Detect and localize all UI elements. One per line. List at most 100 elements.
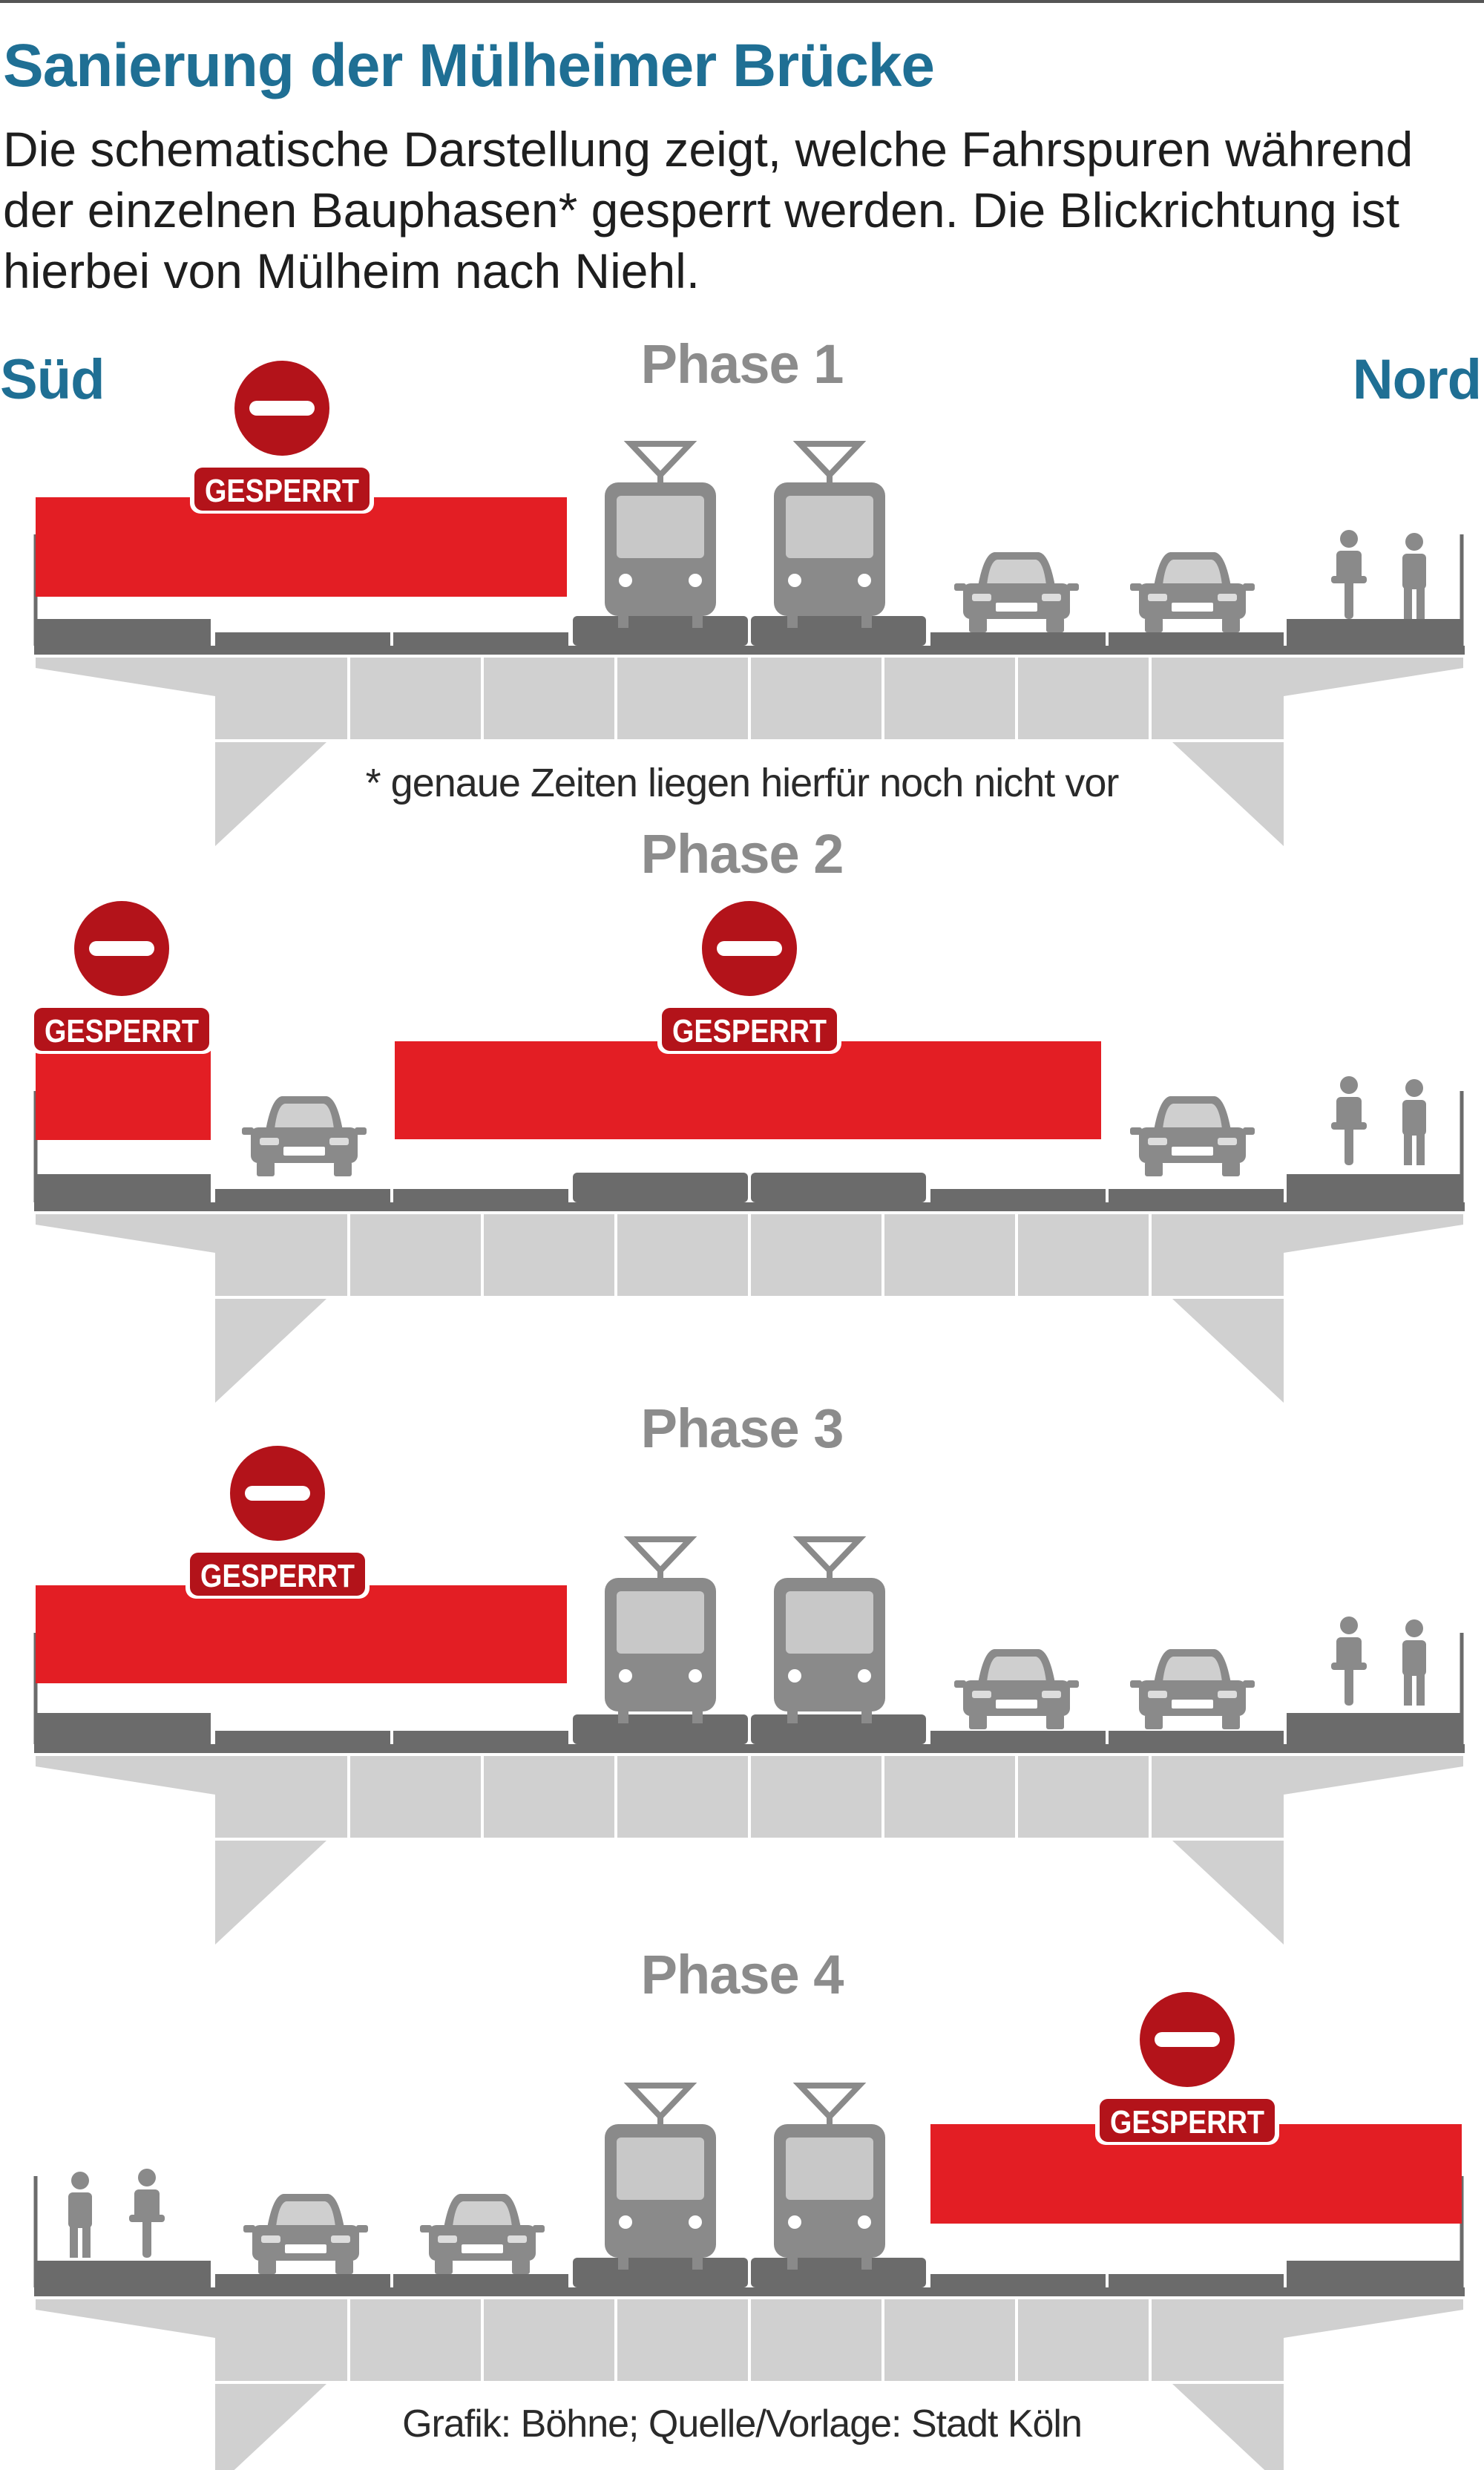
sidewalk-right	[1287, 1174, 1462, 1202]
tram-track-bed	[573, 616, 748, 646]
tram-wheel	[861, 1707, 872, 1723]
tram-track-bed	[751, 2258, 926, 2287]
lane-surfaces	[33, 1091, 1464, 1202]
tram-window	[617, 2138, 704, 2200]
closed-lane-area	[36, 1049, 211, 1140]
tram-wheel	[692, 2253, 703, 2270]
car-body	[251, 1127, 358, 1163]
road-lane	[215, 632, 390, 646]
bridge-approach-left	[36, 2299, 215, 2338]
phase-4-cross-section: GESPERRT	[33, 1989, 1465, 2470]
tram-headlight	[788, 2215, 801, 2229]
car-headlight	[331, 2235, 350, 2243]
closed-lane-area	[36, 1585, 567, 1683]
cyclist-wheel	[1345, 579, 1353, 619]
car-headlight	[1218, 1138, 1237, 1145]
car-wheel	[1222, 1162, 1240, 1176]
bridge-pier-left	[215, 1841, 326, 1945]
phase-2-title: Phase 2	[640, 823, 844, 885]
road-lane	[930, 632, 1106, 646]
car-headlight	[1148, 1691, 1167, 1698]
road-lane	[215, 1731, 390, 1744]
sign-bar	[717, 941, 782, 956]
car-icon	[1130, 552, 1255, 632]
car-wheel	[1046, 1714, 1064, 1729]
cyclist-head	[1340, 1076, 1358, 1094]
tram-track-bed	[573, 1173, 748, 1202]
car-mirror	[954, 583, 966, 591]
car-headlight	[260, 1138, 279, 1145]
bridge-pier-left	[215, 742, 326, 846]
sidewalk-left	[36, 619, 211, 646]
tram-wheel	[787, 1707, 798, 1723]
tram-wheel	[861, 2253, 872, 2270]
car-windshield	[987, 1657, 1046, 1682]
sign-bar	[245, 1486, 310, 1501]
tram-wheel	[787, 2253, 798, 2270]
sidewalk-right	[1287, 2261, 1462, 2287]
pedestrian-leg	[82, 2225, 91, 2258]
no-entry-sign-icon: GESPERRT	[190, 358, 374, 514]
road-lane	[215, 2274, 390, 2287]
lane-surfaces	[33, 1633, 1464, 1744]
car-icon	[954, 1649, 1079, 1729]
road-lane	[393, 632, 568, 646]
road-lane	[930, 1731, 1106, 1744]
phase-1-title: Phase 1	[640, 333, 844, 395]
sign-bar	[249, 401, 315, 416]
road-lane	[215, 1189, 390, 1202]
label-badge	[190, 1553, 365, 1596]
pedestrian-torso	[1402, 1640, 1426, 1676]
sidewalk-right	[1287, 619, 1462, 646]
label-badge	[1100, 2099, 1275, 2142]
closed-label: GESPERRT	[205, 473, 359, 509]
car-wheel	[334, 1162, 352, 1176]
car-icon	[420, 2194, 545, 2274]
car-icon	[954, 552, 1079, 632]
tram-wheel	[618, 2253, 628, 2270]
cyclist-head	[1340, 530, 1358, 548]
phase-2-cross-section: GESPERRT GESPERRT	[30, 898, 1465, 1403]
tram-icon	[774, 441, 885, 628]
bridge-pier-right	[1172, 1299, 1284, 1403]
car-wheel	[257, 1162, 275, 1176]
tram-pantograph	[792, 2083, 867, 2121]
pedestrian-leg	[1404, 1673, 1412, 1706]
closed-label: GESPERRT	[672, 1013, 827, 1049]
bridge-approach-right	[1284, 1756, 1463, 1795]
tram-pantograph	[792, 1536, 867, 1575]
no-entry-sign-icon: GESPERRT	[30, 898, 214, 1054]
cyclist-torso	[1336, 1637, 1362, 1670]
car-mirror	[356, 2225, 368, 2232]
car-wheel	[1046, 618, 1064, 632]
tram-track-bed	[573, 2258, 748, 2287]
bridge-pier-right	[1172, 1841, 1284, 1945]
tram-icon	[605, 441, 716, 628]
car-mirror	[1067, 583, 1079, 591]
sidewalk-left	[36, 2261, 211, 2287]
lane-surfaces	[33, 2176, 1464, 2287]
phase-1-cross-section: GESPERRT	[33, 358, 1465, 846]
car-headlight	[1218, 594, 1237, 601]
pedestrian-leg	[1404, 586, 1412, 619]
tram-icon	[605, 2083, 716, 2270]
car-body	[1139, 1680, 1246, 1716]
pedestrian-leg	[1416, 586, 1425, 619]
car-mirror	[1067, 1680, 1079, 1688]
car-headlight	[438, 2235, 457, 2243]
car-wheel	[1145, 1714, 1163, 1729]
tram-headlight	[689, 2215, 702, 2229]
car-wheel	[512, 2259, 530, 2274]
car-headlight	[972, 594, 991, 601]
tram-pantograph	[623, 2083, 697, 2121]
bridge-deck	[34, 1202, 1465, 1211]
pedestrian-torso	[68, 2192, 92, 2228]
car-license-plate	[1172, 1147, 1213, 1156]
cyclist-torso	[134, 2189, 160, 2222]
sidewalk-left	[36, 1174, 211, 1202]
car-headlight	[1042, 1691, 1061, 1698]
cyclist-torso	[1336, 1097, 1362, 1130]
car-mirror	[243, 2225, 255, 2232]
page-title: Sanierung der Mülheimer Brücke	[3, 32, 935, 99]
